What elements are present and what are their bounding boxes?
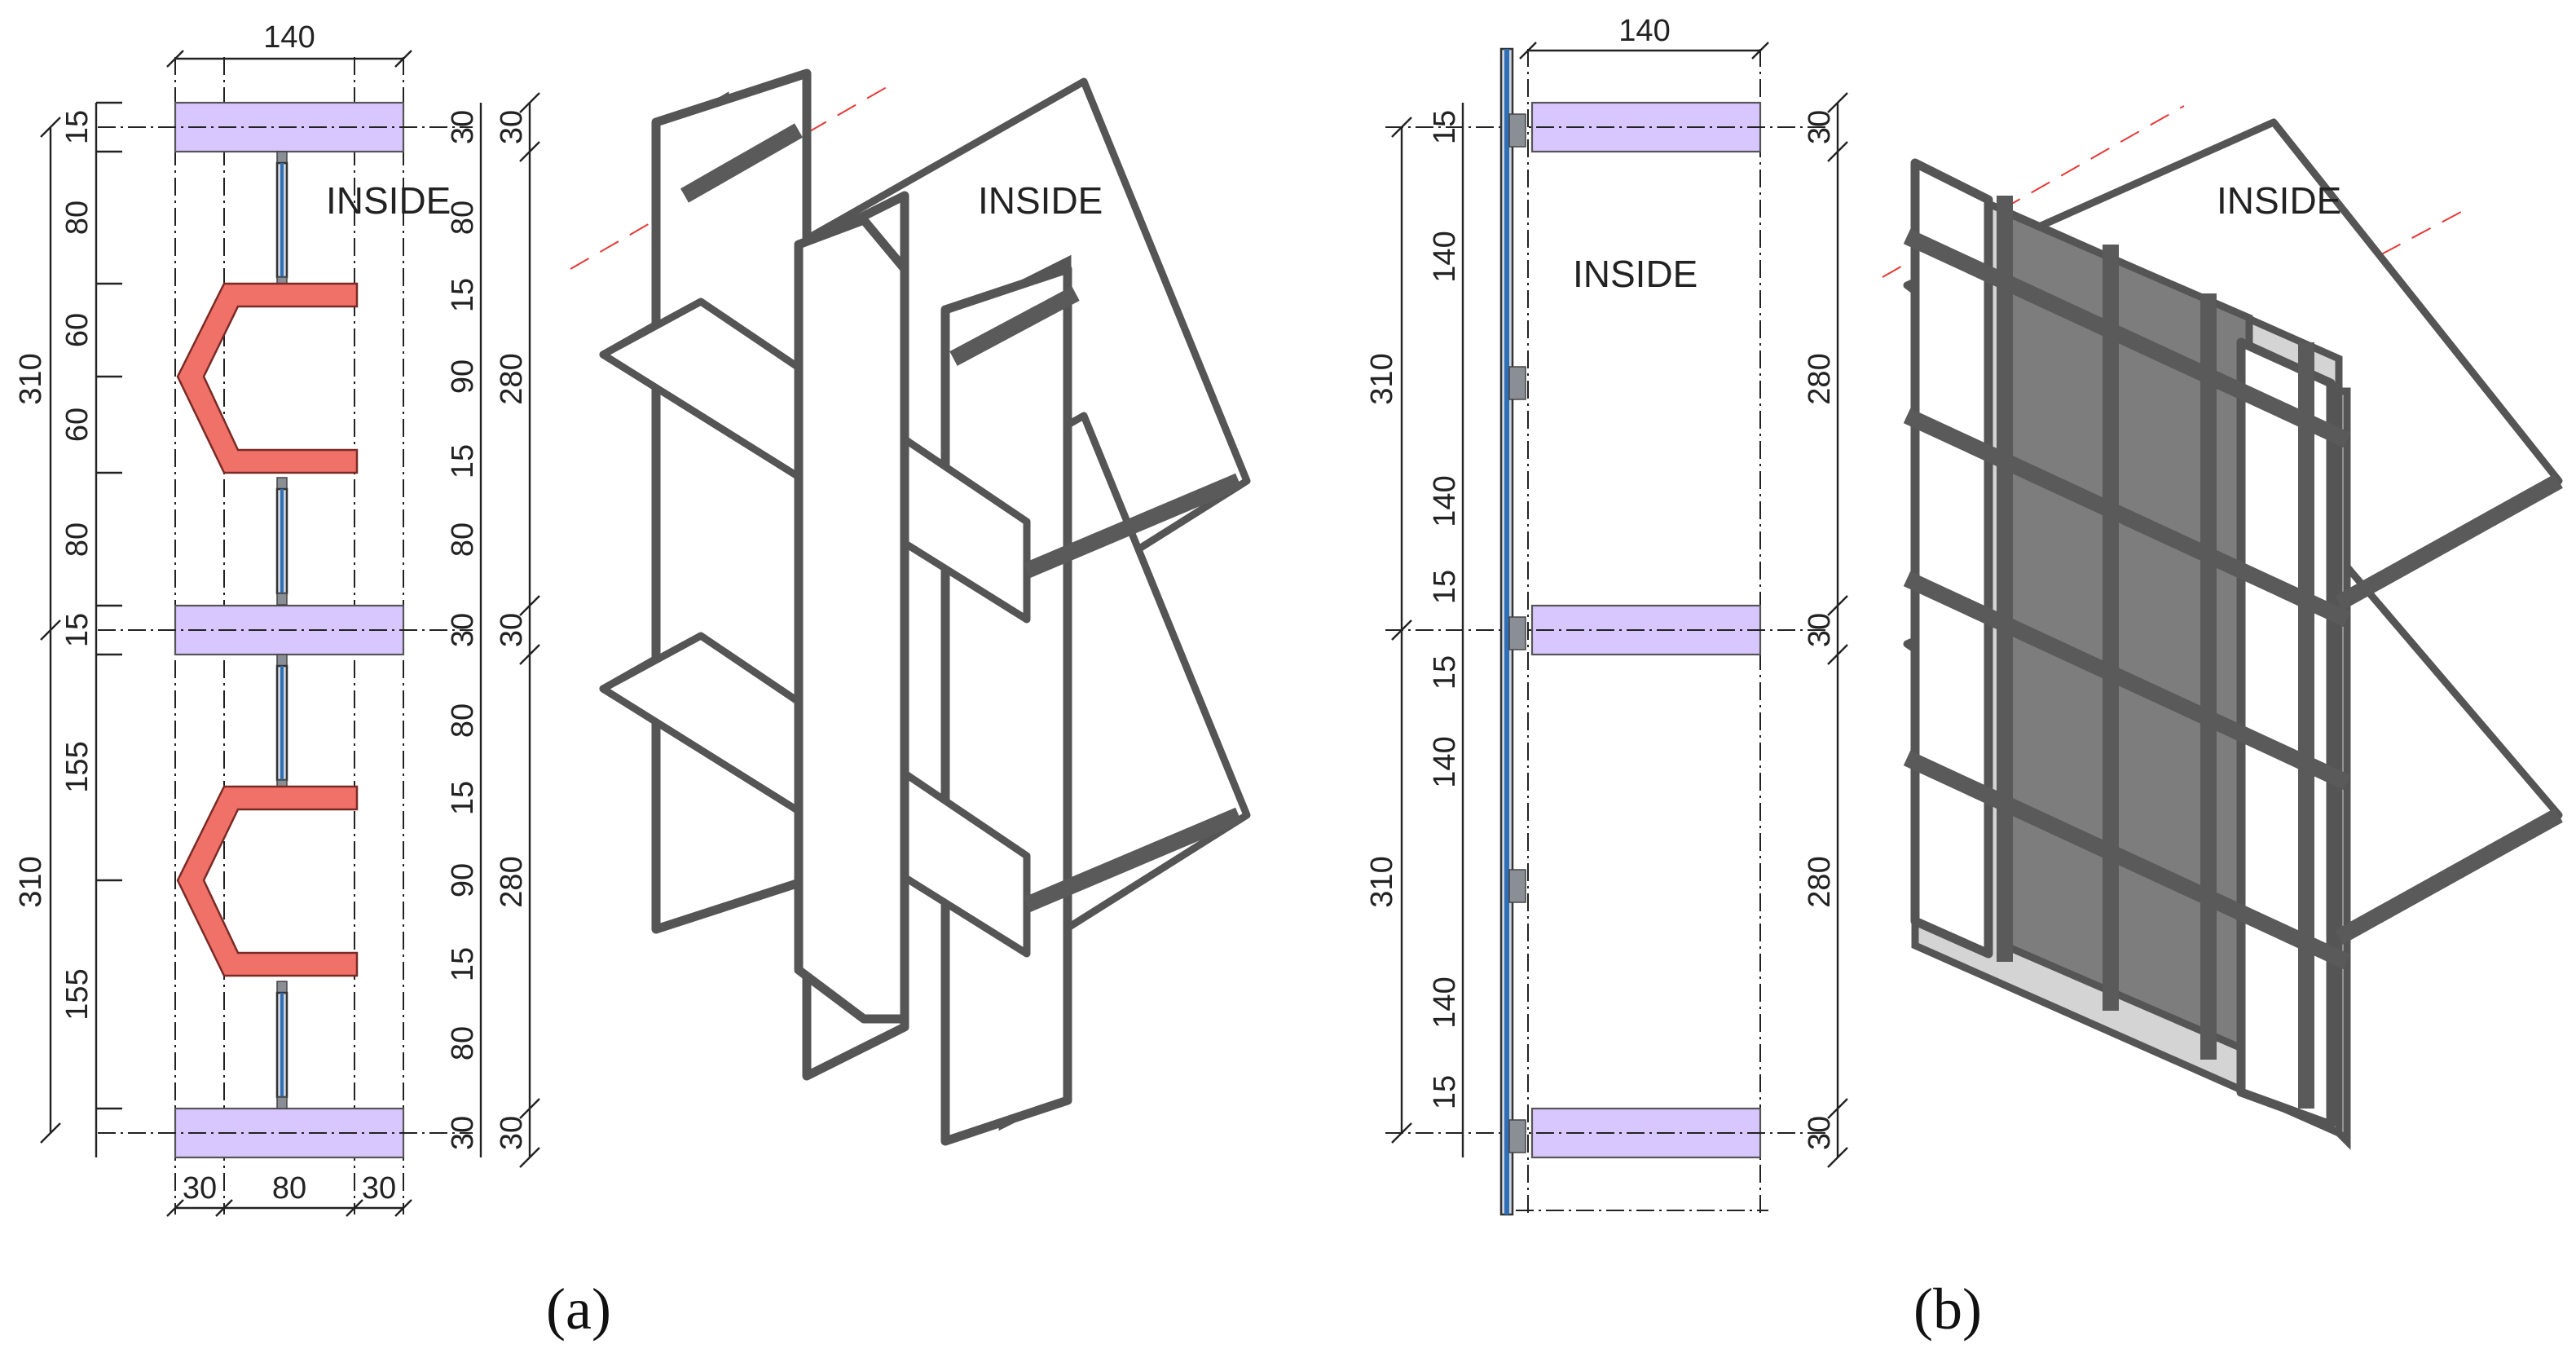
dim-floor-height: 310: [1365, 353, 1399, 404]
panel-a-section: 140 INSIDE: [14, 20, 540, 1217]
dim-clear-height: 280: [495, 856, 529, 907]
dim-clear-height: 280: [1803, 353, 1837, 404]
dim-slab: 30: [495, 110, 529, 144]
dim-fin-edge: 15: [446, 781, 480, 815]
dim-slab: 15: [1428, 110, 1462, 144]
dim-window: 80: [60, 201, 95, 235]
dim-top-width: 140: [263, 20, 315, 55]
dim-glass: 140: [1428, 736, 1462, 787]
caption-a: (a): [546, 1276, 611, 1342]
panel-b-isometric: INSIDE: [1882, 105, 2563, 1150]
dim-slab: 15: [1428, 655, 1462, 690]
dim-fin-edge: 15: [446, 947, 480, 981]
dim-slab: 30: [446, 613, 480, 647]
dim-slab: 30: [1803, 1116, 1837, 1150]
dim-fin-edge: 15: [446, 444, 480, 478]
dim-slab: 30: [1803, 110, 1837, 144]
panel-b-section: 140 INSIDE 15 140 140 15 15 140 140 15: [1365, 14, 1848, 1216]
dim-bottom: 80: [272, 1171, 306, 1206]
dim-glass: 140: [1428, 475, 1462, 527]
dim-clear-height: 280: [495, 353, 529, 404]
inside-label: INSIDE: [2217, 179, 2341, 222]
dim-half: 155: [60, 741, 95, 792]
dim-slab: 15: [1428, 1075, 1462, 1109]
dim-fin: 90: [446, 359, 480, 394]
dim-window: 80: [446, 703, 480, 738]
double-skin-glazing: [1499, 47, 1526, 1216]
dim-slab: 30: [1803, 613, 1837, 647]
dim-slab: 30: [446, 110, 480, 144]
dim-clear-height: 280: [1803, 856, 1837, 907]
dim-glass: 140: [1428, 231, 1462, 282]
dim-window: 80: [446, 1026, 480, 1060]
shading-fin: [176, 282, 359, 474]
inside-label: INSIDE: [1573, 253, 1698, 295]
dim-fin: 60: [60, 313, 95, 347]
inside-label: INSIDE: [978, 179, 1103, 222]
dim-window: 80: [446, 201, 480, 235]
dim-slab: 15: [1428, 570, 1462, 604]
shading-fin: [176, 785, 359, 977]
dim-glass: 140: [1428, 976, 1462, 1028]
dim-floor-height: 310: [1365, 856, 1399, 907]
dim-slab: 15: [60, 613, 95, 647]
dim-slab: 30: [495, 1116, 529, 1150]
dim-floor-height: 310: [14, 353, 48, 404]
dim-slab: 30: [446, 1116, 480, 1150]
dim-fin-edge: 15: [446, 278, 480, 312]
dim-top-width: 140: [1618, 14, 1670, 48]
inside-label: INSIDE: [326, 179, 451, 222]
dim-bottom: 30: [362, 1171, 396, 1206]
dim-half: 155: [60, 968, 95, 1020]
dim-window: 80: [446, 522, 480, 557]
dim-bottom: 30: [183, 1171, 217, 1206]
dim-slab: 15: [60, 110, 95, 144]
dim-slab: 30: [495, 613, 529, 647]
panel-a-isometric: INSIDE: [570, 68, 1251, 1146]
dim-fin: 60: [60, 408, 95, 442]
dim-window: 80: [60, 522, 95, 557]
dim-floor-height: 310: [14, 856, 48, 907]
dim-fin: 90: [446, 863, 480, 897]
caption-b: (b): [1913, 1276, 1982, 1342]
